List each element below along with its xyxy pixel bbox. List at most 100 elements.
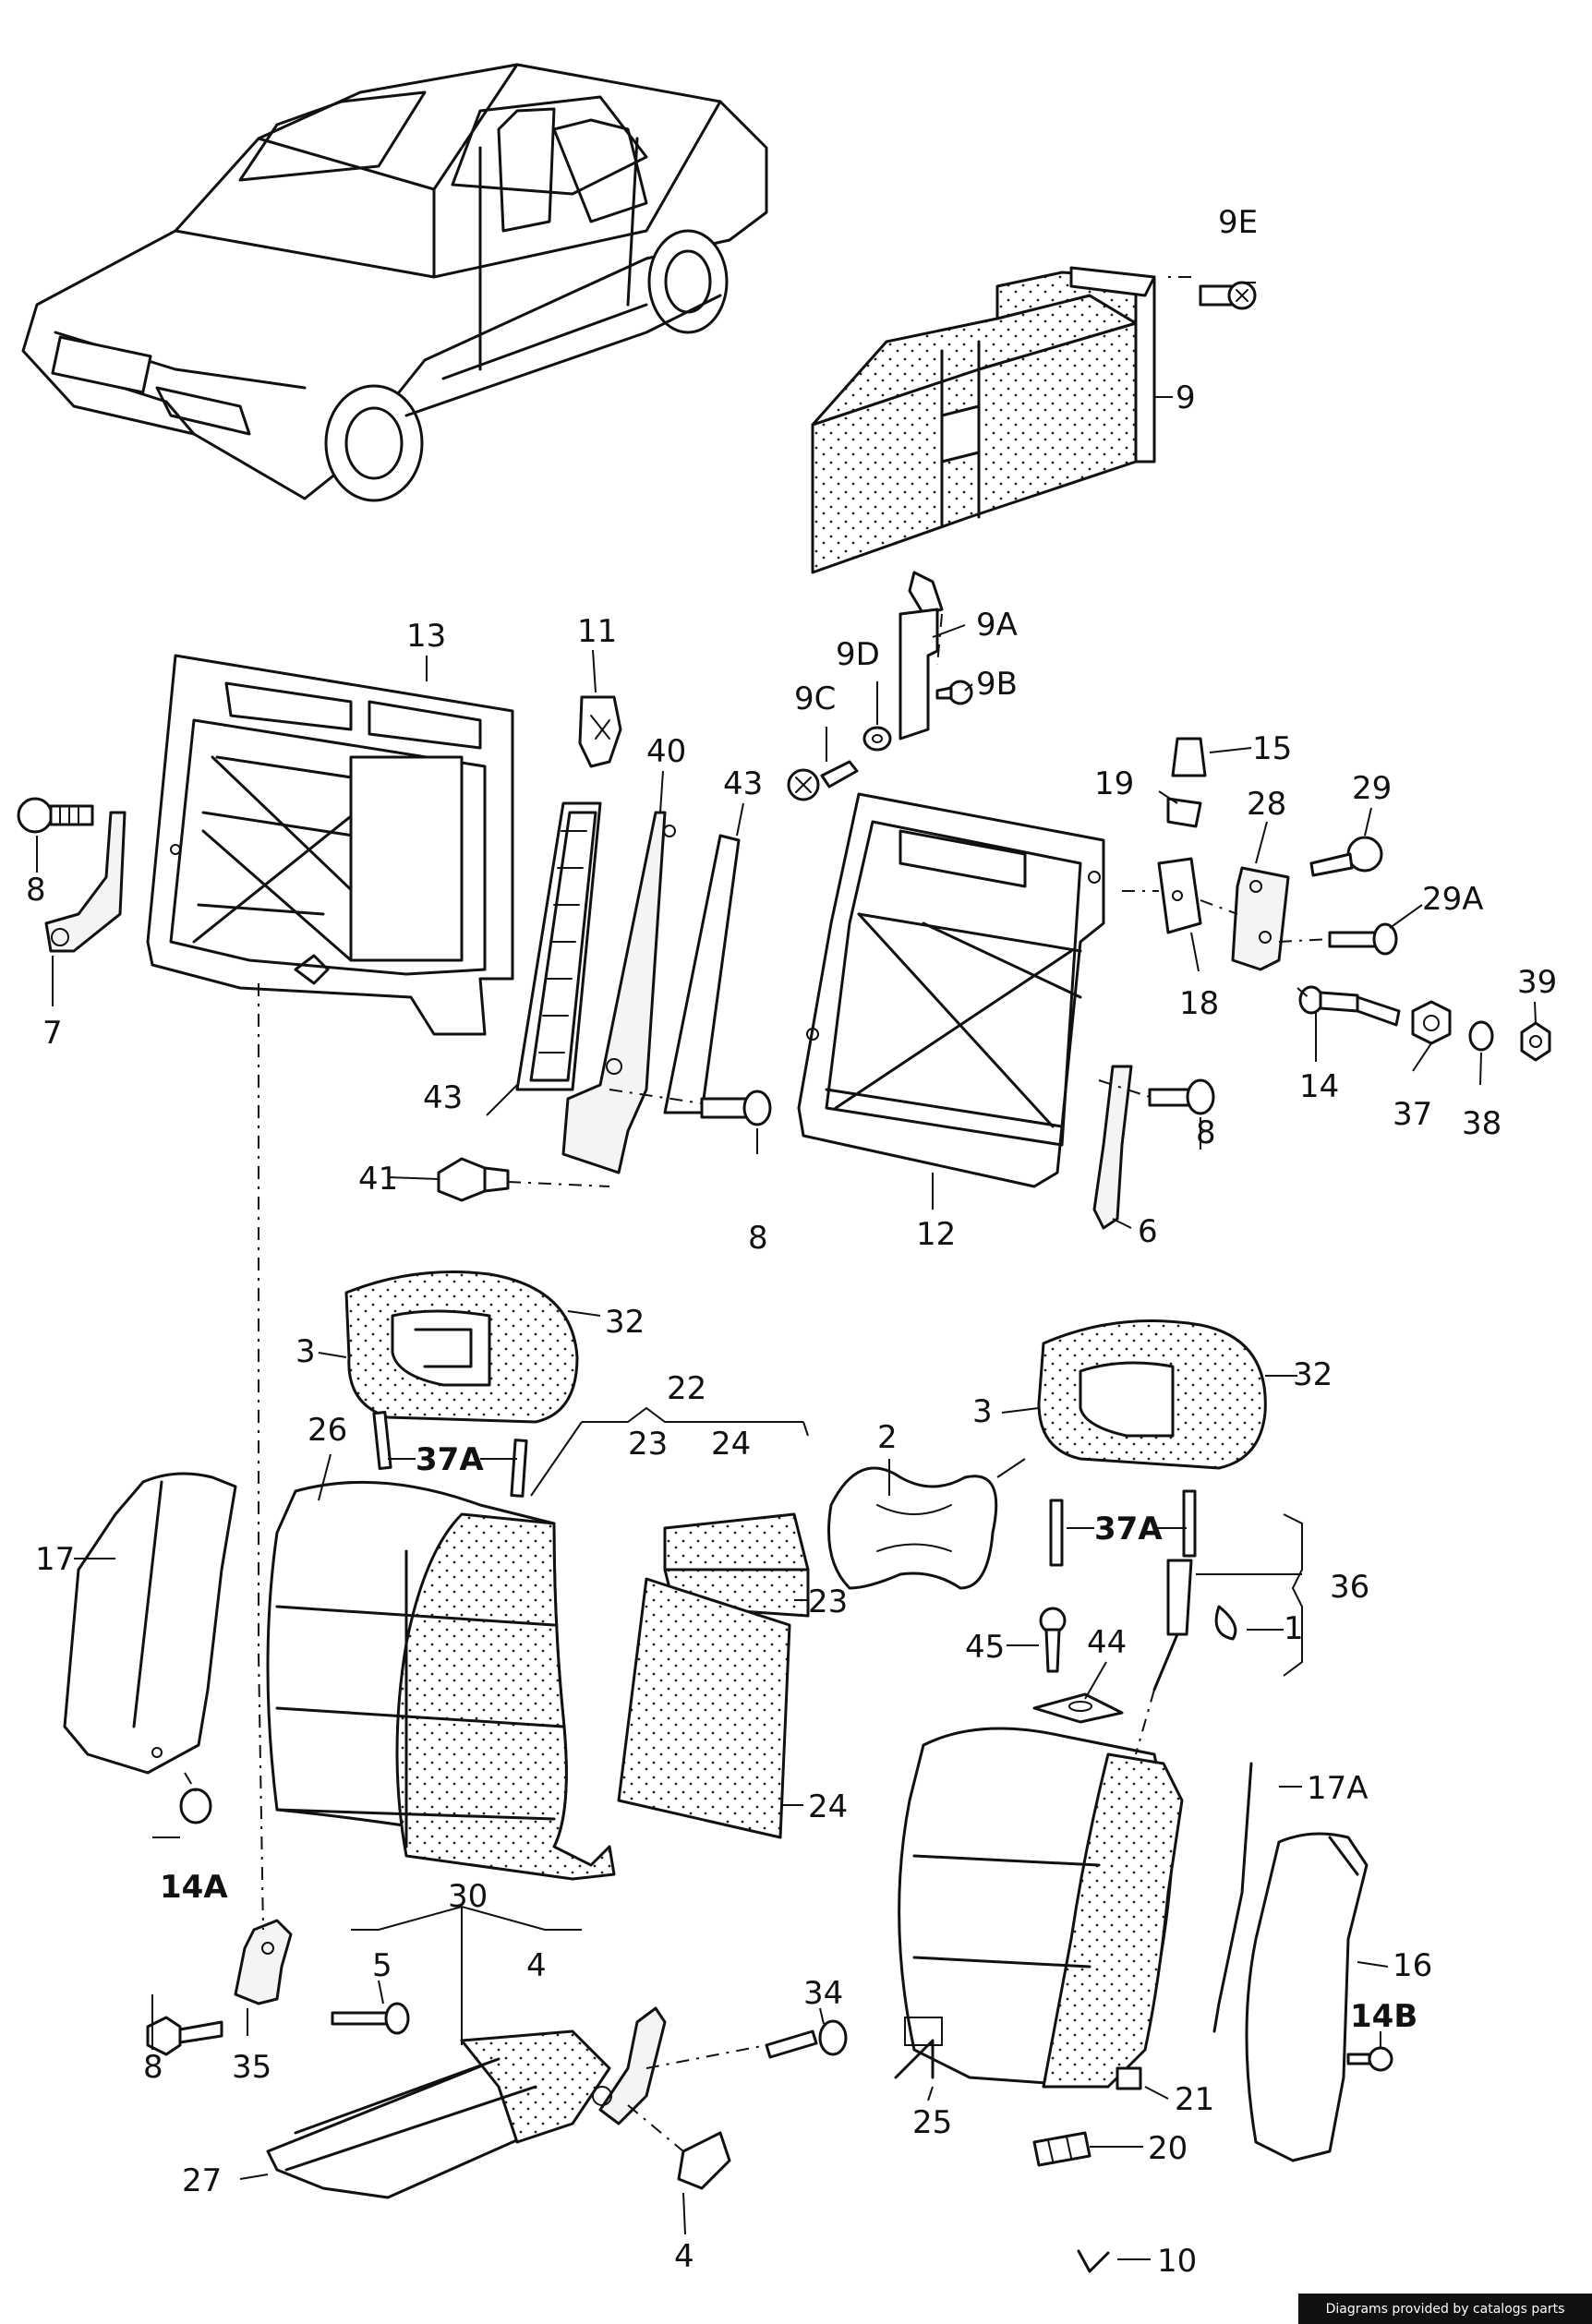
callout-28: 28 <box>1247 786 1286 823</box>
callout-5: 5 <box>372 1947 392 1984</box>
part-44-guide <box>1032 1692 1124 1724</box>
part-37a-guides-right <box>1049 1489 1197 1567</box>
callout-26: 26 <box>308 1412 347 1449</box>
callout-37a-left: 37A <box>416 1441 484 1478</box>
callout-18: 18 <box>1179 985 1219 1022</box>
car-illustration <box>21 63 768 502</box>
part-29a-screw <box>1328 922 1398 956</box>
callout-12: 12 <box>916 1216 956 1253</box>
part-38-washer <box>1468 1020 1494 1052</box>
part-9b-screw <box>935 680 973 705</box>
callout-9: 9 <box>1176 379 1196 416</box>
callout-35: 35 <box>232 2049 271 2086</box>
callout-37a-right: 37A <box>1094 1511 1163 1547</box>
part-18-latch <box>1157 857 1202 934</box>
callout-43-left: 43 <box>423 1079 463 1116</box>
part-17a-rod <box>1212 1762 1253 2033</box>
part-41-bolt <box>437 1157 510 1202</box>
callout-14: 14 <box>1299 1068 1339 1105</box>
callout-17a: 17A <box>1307 1770 1369 1807</box>
callout-32-right: 32 <box>1293 1356 1333 1393</box>
callout-7: 7 <box>42 1015 63 1052</box>
callout-32-left: 32 <box>605 1304 645 1341</box>
callout-1: 1 <box>1284 1610 1304 1647</box>
callout-10: 10 <box>1157 2243 1197 2280</box>
leader-lines <box>36 282 1537 2260</box>
callout-4-top: 4 <box>526 1947 547 1984</box>
callout-19: 19 <box>1094 765 1134 802</box>
part-8-bolt-center <box>700 1090 772 1126</box>
part-14-bolt <box>1298 985 1401 1027</box>
part-7-hinge <box>44 811 127 953</box>
callout-44: 44 <box>1087 1624 1127 1661</box>
part-12-seat-frame <box>797 792 1105 1188</box>
part-45-screw <box>1039 1607 1067 1673</box>
callout-25: 25 <box>912 2104 952 2141</box>
part-8-bolt-lower <box>146 2016 223 2056</box>
callout-22: 22 <box>667 1370 706 1407</box>
part-11-clip <box>578 695 622 768</box>
part-21-clip <box>1116 2066 1142 2090</box>
callout-15: 15 <box>1252 730 1292 767</box>
part-9d-washer <box>862 726 892 752</box>
credit-text: Diagrams provided by catalogs parts <box>1325 2301 1565 2317</box>
callout-13: 13 <box>406 618 446 655</box>
callout-9d: 9D <box>836 636 880 673</box>
callout-39: 39 <box>1517 964 1557 1001</box>
callout-21: 21 <box>1175 2081 1214 2118</box>
part-2-pillow <box>827 1466 998 1590</box>
callout-6: 6 <box>1138 1213 1158 1250</box>
callout-9e: 9E <box>1218 204 1258 241</box>
callout-9c: 9C <box>794 680 836 717</box>
callout-8-center: 8 <box>748 1220 768 1257</box>
callout-38: 38 <box>1462 1105 1502 1142</box>
part-40-bracket <box>561 811 676 1174</box>
part-17-side-bolster <box>63 1472 237 1775</box>
callout-8-lower: 8 <box>143 2049 163 2086</box>
part-19-clip <box>1166 797 1202 828</box>
part-9c-screw <box>787 760 859 801</box>
callout-27: 27 <box>182 2162 222 2199</box>
callout-45: 45 <box>965 1629 1005 1666</box>
callout-8-right: 8 <box>1196 1114 1216 1151</box>
callout-14b: 14B <box>1350 1998 1417 2035</box>
callout-3-right: 3 <box>972 1393 993 1430</box>
part-16-side-bolster <box>1245 1832 1369 2162</box>
callout-4-bottom: 4 <box>674 2238 694 2275</box>
callout-24-top: 24 <box>711 1426 751 1463</box>
part-5-bolt <box>331 2002 410 2035</box>
part-9a-bracket <box>899 608 939 741</box>
callout-24-mid: 24 <box>808 1788 848 1825</box>
part-8-bolt-right <box>1148 1078 1215 1115</box>
part-36-release-pin <box>1152 1559 1193 1692</box>
callout-41: 41 <box>358 1161 398 1198</box>
part-14a-washer <box>179 1788 212 1824</box>
callout-40: 40 <box>646 733 686 770</box>
part-10-spring-clip <box>1077 2249 1110 2273</box>
part-15-cap <box>1171 737 1207 777</box>
part-20-clip <box>1032 2131 1091 2167</box>
credit-banner: Diagrams provided by catalogs parts <box>1298 2294 1592 2324</box>
part-28-plate <box>1231 866 1290 971</box>
callout-16: 16 <box>1393 1947 1432 1984</box>
part-6-hinge <box>1092 1065 1133 1230</box>
callout-29a: 29A <box>1422 881 1484 918</box>
part-35-hinge <box>234 1919 293 2005</box>
part-34-screw <box>765 2019 848 2059</box>
callout-17: 17 <box>35 1541 75 1578</box>
callout-23-mid: 23 <box>808 1583 848 1620</box>
callout-34: 34 <box>803 1975 843 2012</box>
callout-20: 20 <box>1148 2130 1188 2167</box>
connector-lines <box>184 276 1331 2152</box>
callout-2: 2 <box>877 1419 898 1456</box>
part-27-seat-cushion <box>266 2006 667 2199</box>
callout-36: 36 <box>1330 1569 1369 1606</box>
callout-8-left: 8 <box>26 872 46 909</box>
callout-11: 11 <box>577 613 617 650</box>
part-1-spring <box>1214 1605 1237 1641</box>
part-32-headrest-left <box>344 1270 579 1424</box>
part-26-backrest-left <box>266 1480 616 1881</box>
part-25-backrest-right <box>894 1727 1184 2089</box>
callout-14a: 14A <box>160 1869 228 1906</box>
